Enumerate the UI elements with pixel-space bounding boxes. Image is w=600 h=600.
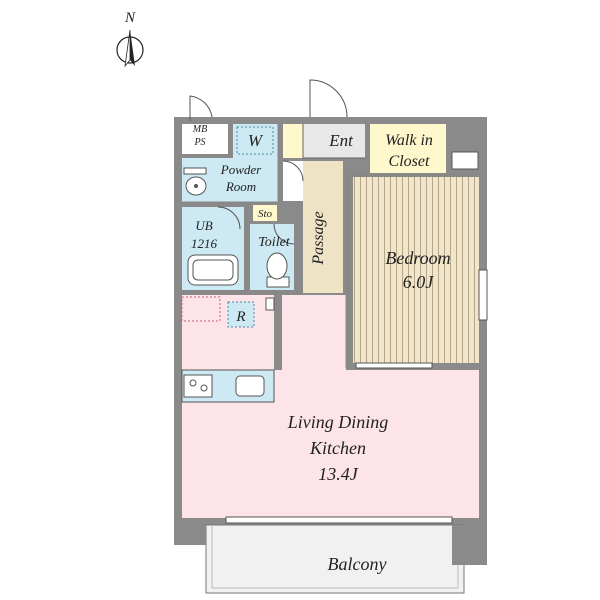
- passage-label: Passage: [310, 211, 327, 265]
- closet-label-line1: Walk in: [385, 132, 433, 149]
- bedroom: [353, 177, 479, 363]
- mb-door-swing: [189, 95, 213, 121]
- refrigerator-label: R: [235, 309, 245, 325]
- entrance-label: Ent: [328, 131, 354, 150]
- ub-label-line2: 1216: [191, 236, 218, 251]
- toilet-icon: [266, 252, 288, 280]
- powder-label-line1: Powder: [220, 162, 262, 177]
- bedroom-label-line1: Bedroom: [385, 248, 450, 268]
- kitchen-sink-icon: [235, 375, 265, 397]
- ldk-label-line2: Kitchen: [309, 438, 366, 458]
- passage: [303, 161, 343, 293]
- stove-icon: [183, 374, 213, 398]
- toilet-label: Toilet: [258, 235, 290, 250]
- compass-label: N: [124, 10, 136, 26]
- refrigerator-space: [227, 301, 255, 328]
- entrance: [303, 124, 365, 158]
- storage-label: Sto: [258, 208, 273, 220]
- washer-space: [233, 124, 279, 158]
- closet-label-line2: Closet: [389, 153, 430, 170]
- balcony-label: Balcony: [328, 554, 387, 574]
- ldk-label-line3: 13.4J: [318, 464, 359, 484]
- bathtub-icon: [187, 254, 239, 286]
- ps-label: PS: [193, 137, 205, 148]
- storage: [253, 205, 277, 221]
- mb-label: MB: [192, 124, 207, 135]
- north-arrow-icon: N: [116, 10, 144, 68]
- mb-ps-space: [182, 124, 228, 154]
- walk-in-closet: [370, 124, 446, 173]
- balcony: [205, 524, 465, 594]
- ldk-label-line1: Living Dining: [287, 412, 389, 432]
- bedroom-label-line2: 6.0J: [403, 272, 435, 292]
- washer-label: W: [248, 131, 264, 150]
- shoe-box: [283, 124, 303, 158]
- front-door-swing: [309, 79, 348, 118]
- ub-label-line1: UB: [195, 218, 212, 233]
- powder-label-line2: Room: [225, 179, 256, 194]
